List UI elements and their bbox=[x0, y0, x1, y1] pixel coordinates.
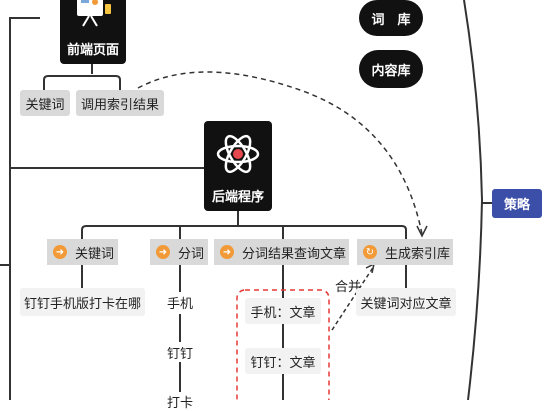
index-result: 关键词对应文章 bbox=[356, 288, 456, 316]
segment-item: 打卡 bbox=[167, 396, 194, 411]
backend-segment: ➜ 分词 bbox=[150, 239, 208, 265]
backend-label: 后端程序 bbox=[211, 190, 264, 205]
merge-label: 合并 bbox=[335, 280, 362, 295]
refresh-circle-icon: ↻ bbox=[363, 245, 377, 259]
arrow-circle-icon: ➜ bbox=[53, 245, 67, 259]
dictionary-node: 词 库 bbox=[359, 0, 423, 36]
segment-item: 手机 bbox=[167, 297, 194, 312]
frontend-node: 前端页面 bbox=[60, 0, 126, 64]
content-library-node: 内容库 bbox=[359, 50, 423, 88]
article-item: 钉钉：文章 bbox=[245, 348, 321, 374]
frontend-index-results: 调用索引结果 bbox=[76, 90, 164, 116]
segment-item: 钉钉 bbox=[167, 347, 194, 362]
keyword-example: 钉钉手机版打卡在哪 bbox=[20, 288, 145, 316]
atom-icon bbox=[216, 134, 260, 174]
article-item: 手机：文章 bbox=[245, 298, 321, 324]
connector-lines bbox=[0, 0, 492, 400]
presentation-board-icon bbox=[77, 0, 111, 27]
backend-node: 后端程序 bbox=[204, 121, 272, 211]
backend-index-label: 生成索引库 bbox=[385, 246, 451, 262]
backend-keyword: ➜ 关键词 bbox=[47, 239, 118, 265]
arrow-circle-icon: ➜ bbox=[156, 245, 170, 259]
arrow-circle-icon: ➜ bbox=[220, 245, 234, 259]
backend-segment-label: 分词 bbox=[178, 246, 205, 262]
strategy-node: 策略 bbox=[492, 189, 542, 218]
backend-query: ➜ 分词结果查询文章 bbox=[214, 239, 349, 265]
frontend-keyword: 关键词 bbox=[20, 90, 70, 116]
backend-query-label: 分词结果查询文章 bbox=[242, 246, 347, 262]
backend-index: ↻ 生成索引库 bbox=[357, 239, 453, 265]
backend-keyword-label: 关键词 bbox=[75, 246, 115, 262]
frontend-label: 前端页面 bbox=[66, 43, 119, 58]
